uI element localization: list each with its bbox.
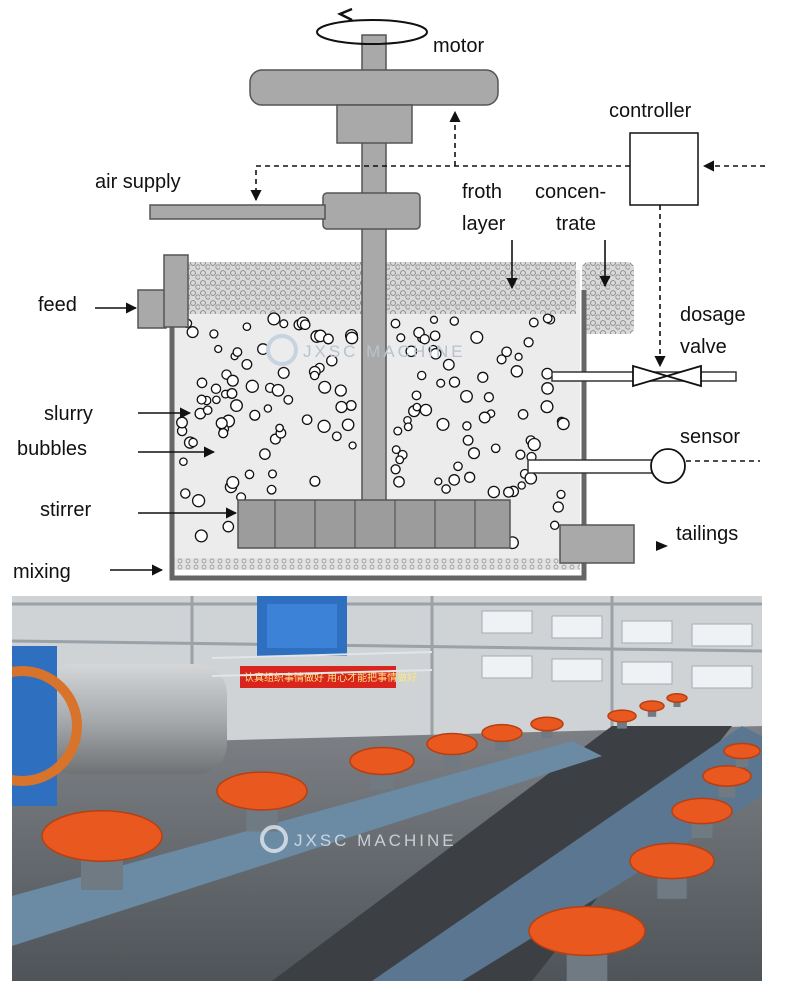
bearing-housing bbox=[322, 192, 421, 230]
ball-mill-drum bbox=[42, 664, 227, 774]
stirrer bbox=[237, 499, 511, 549]
slurry-label: slurry bbox=[44, 403, 93, 425]
building-windows bbox=[481, 610, 753, 689]
froth-layer-label-2: layer bbox=[462, 213, 506, 235]
sensor-label: sensor bbox=[680, 426, 740, 448]
froth-layer-label-1: froth bbox=[462, 181, 502, 203]
valve-icon bbox=[632, 364, 702, 388]
stirrer-label: stirrer bbox=[40, 499, 91, 521]
froth-overflow bbox=[582, 262, 634, 334]
mixing-zone bbox=[172, 558, 580, 570]
dosage-label-2: valve bbox=[680, 336, 727, 358]
sensor-probe bbox=[527, 459, 653, 474]
bubbles bbox=[176, 312, 570, 550]
concentrate-label-2: trate bbox=[556, 213, 596, 235]
control-lines bbox=[250, 110, 765, 462]
photo-watermark: JXSC MACHINE bbox=[294, 831, 457, 850]
feed-label: feed bbox=[38, 294, 77, 316]
motor-label: motor bbox=[433, 35, 484, 57]
concentrate-label-1: concen- bbox=[535, 181, 606, 203]
bubbles-label: bubbles bbox=[17, 438, 87, 460]
left-trough-bank bbox=[12, 741, 602, 946]
feed-inlet bbox=[137, 289, 167, 329]
feed-flange bbox=[163, 254, 189, 328]
motor-flywheel bbox=[249, 69, 499, 106]
flotation-plant-photo: 认真组织事情做好 用心才能把事情做好 JXSC MACHINE bbox=[12, 596, 762, 981]
label-arrows bbox=[95, 240, 611, 576]
controller-box bbox=[629, 132, 699, 206]
rotation-icon bbox=[316, 19, 428, 45]
diagram-watermark: JXSC MACHINE bbox=[303, 342, 466, 361]
tailings-label: tailings bbox=[676, 523, 738, 545]
watermark-logo-icon bbox=[266, 334, 298, 366]
tailings-outlet bbox=[559, 524, 635, 564]
dosage-label-1: dosage bbox=[680, 304, 746, 326]
sensor-icon bbox=[650, 448, 686, 484]
air-supply-label: air supply bbox=[95, 171, 181, 193]
platform-railing bbox=[211, 651, 433, 677]
blue-machine-panel bbox=[267, 604, 337, 648]
air-supply-pipe bbox=[149, 204, 326, 220]
photo-watermark-logo-icon bbox=[260, 825, 288, 853]
rotation-arrow-icon bbox=[336, 7, 353, 22]
flotation-cell-diagram: motor controller air supply froth layer … bbox=[13, 7, 765, 583]
right-trough-bank bbox=[372, 726, 762, 981]
motor-hub bbox=[336, 104, 413, 144]
tailings-arrow-icon bbox=[656, 541, 668, 551]
flotation-cells bbox=[41, 693, 761, 981]
ball-mill-gear bbox=[12, 666, 82, 786]
tank-wall bbox=[169, 255, 587, 581]
controller-label: controller bbox=[609, 100, 692, 122]
mixing-label: mixing bbox=[13, 561, 71, 583]
aisle-walkway bbox=[272, 726, 732, 981]
